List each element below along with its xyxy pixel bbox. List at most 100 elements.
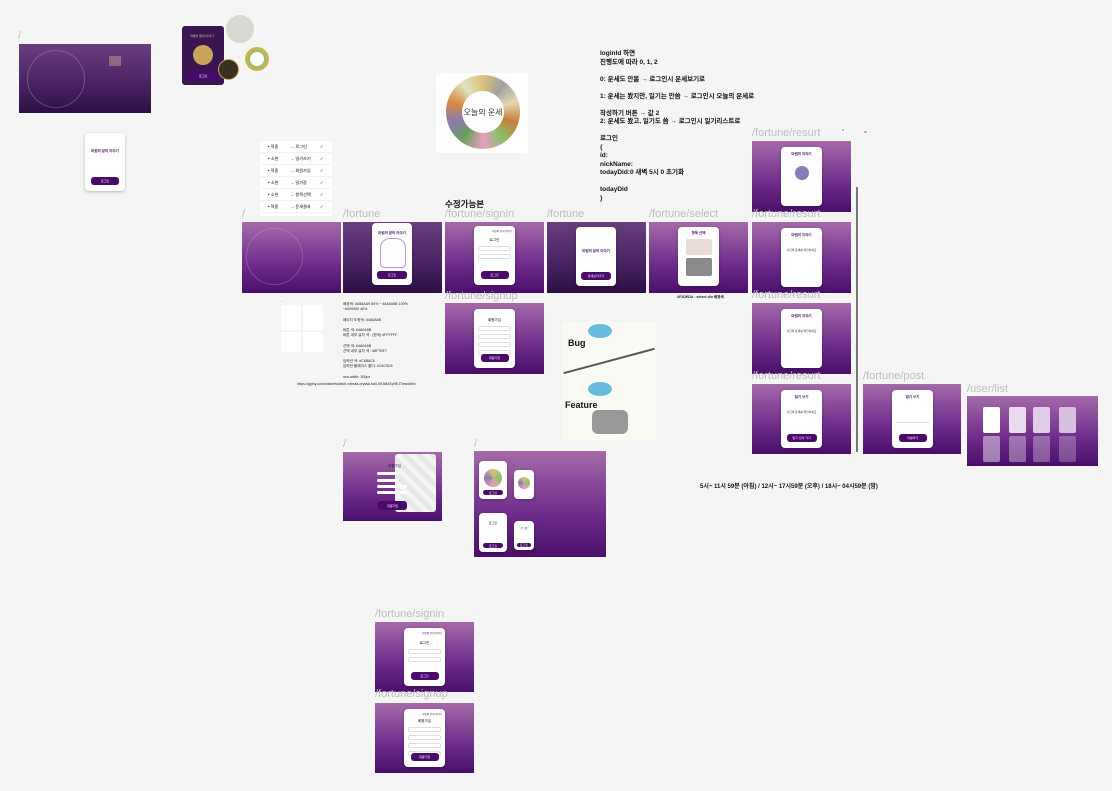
diary-list-item[interactable] xyxy=(1059,436,1076,462)
phone-login-button[interactable]: 로그인 xyxy=(188,72,218,80)
diary-textarea[interactable] xyxy=(896,406,929,423)
dots-label: ... xyxy=(855,182,859,187)
brand-label: 마법의 운세 이야기 xyxy=(422,632,442,635)
password-confirm-input[interactable] xyxy=(377,491,407,494)
signup-button[interactable]: 회원가입 xyxy=(378,501,407,510)
id-input[interactable] xyxy=(407,649,442,654)
signup-title: 회원가입 xyxy=(388,464,401,468)
fortune-card: 마법의 말의 이야기 운세보러가기 xyxy=(576,227,616,286)
frame-result-detail[interactable]: 마법의 이야기 지금의 운세를 확인하세요 xyxy=(752,303,851,374)
select-caption: #F2DEDA : select div 배경색 xyxy=(677,295,724,299)
signup-button[interactable]: 회원가입 xyxy=(410,753,439,761)
card-title: 마법의 이야기 xyxy=(791,152,812,156)
id-input[interactable] xyxy=(407,727,442,732)
giphy-link[interactable]: https://giphy.com/stickers/witch-nebula-… xyxy=(297,382,416,386)
post-card: 일기 쓰기 작성하기 xyxy=(892,390,933,448)
checklist-row: • 혁중→ 운세결과✓ xyxy=(260,201,332,213)
sun-illustration-icon xyxy=(27,50,85,108)
signup-button[interactable]: 회원가입 xyxy=(480,354,509,362)
frame-label-signup: /fortune/signup xyxy=(445,290,518,302)
diary-list-item[interactable] xyxy=(1033,407,1050,433)
frame-root[interactable] xyxy=(242,222,341,293)
frame-label-result: /fortune/resurt xyxy=(752,127,821,139)
password-input[interactable] xyxy=(407,743,442,748)
marker-a: v xyxy=(842,127,844,132)
spec-mini-card xyxy=(281,305,301,330)
water-splash-icon xyxy=(588,324,612,338)
login-button[interactable]: 로그인 xyxy=(483,490,503,495)
frame-label-result: /fortune/resurt xyxy=(752,208,821,220)
signup-title: 회원가입 xyxy=(488,318,501,322)
result-card: 일기 쓰기 지금의 운세를 확인하세요 일기 쓰러 가기 xyxy=(781,390,822,448)
logo-wheel-icon xyxy=(484,469,502,487)
frame-user-list[interactable] xyxy=(967,396,1098,466)
frame-signin-bottom[interactable]: 마법의 운세 이야기 로그인 로그인 xyxy=(375,622,474,692)
select-title: 항목 선택 xyxy=(691,231,706,235)
fortune-go-button[interactable]: 운세보러가기 xyxy=(581,272,611,280)
water-splash-icon xyxy=(588,382,612,396)
frame-result-crystal[interactable]: 마법의 이야기 xyxy=(752,141,851,212)
signin-title: 로그인 xyxy=(488,521,498,525)
frame-root-signup-alt[interactable]: 회원가입 회원가입 xyxy=(343,452,442,521)
signin-button[interactable]: 로그인 xyxy=(410,672,439,680)
diary-list-item[interactable] xyxy=(1009,407,1026,433)
diary-list-item[interactable] xyxy=(1009,436,1026,462)
result-text: 지금의 운세를 확인하세요 xyxy=(786,410,817,414)
post-submit-button[interactable]: 작성하기 xyxy=(898,434,927,442)
password-input[interactable] xyxy=(377,485,407,488)
diary-list-item[interactable] xyxy=(983,436,1000,462)
task-checklist: • 혁중→ 로그인✓ • 소현→ 일기쓰기✓ • 혁중→ 회원가입✓ • 소현→… xyxy=(260,141,332,216)
signin-button[interactable]: 로그인 xyxy=(517,543,531,547)
signin-card: 마법의 운세 이야기 로그인 로그인 xyxy=(404,628,445,686)
password-input[interactable] xyxy=(477,254,512,259)
diary-list-item[interactable] xyxy=(1059,407,1076,433)
signin-title: 로그인 xyxy=(520,527,528,530)
signin-button[interactable]: 로그인 xyxy=(483,543,503,548)
frame-fortune-2[interactable]: 마법의 말의 이야기 운세보러가기 xyxy=(547,222,646,293)
diary-go-button[interactable]: 일기 쓰러 가기 xyxy=(786,434,817,442)
phone-mockup[interactable]: 마법의 말의 이야기 로그인 xyxy=(182,26,224,85)
signin-title: 로그인 xyxy=(489,238,500,242)
moon-icon xyxy=(193,45,213,65)
card-title: 마법의 말의 이야기 xyxy=(378,231,406,235)
frame-fortune[interactable]: 마법의 말의 이야기 로그인 xyxy=(343,222,442,293)
moon-badge-icon xyxy=(218,59,239,80)
diary-list-item[interactable] xyxy=(1033,436,1050,462)
frame-signup-bottom[interactable]: 마법의 운세 이야기 회원가입 회원가입 xyxy=(375,703,474,773)
id-input[interactable] xyxy=(477,246,512,251)
fortune-logo-image: 오늘의 운세 xyxy=(436,73,528,153)
separator-line xyxy=(856,187,858,452)
frame-root-hero[interactable] xyxy=(19,44,151,113)
diary-list-item[interactable] xyxy=(983,407,1000,433)
card-title: 마법의 말의 이야기 xyxy=(582,249,610,253)
frame-signup[interactable]: 회원가입 회원가입 xyxy=(445,303,544,374)
signin-title: 로그인 xyxy=(419,641,430,645)
id-input[interactable] xyxy=(477,326,512,331)
frame-signin[interactable]: 마법의 운세 이야기 로그인 로그인 xyxy=(445,222,544,293)
password-input[interactable] xyxy=(407,657,442,662)
checklist-row: • 소현→ 일기쓰기✓ xyxy=(260,153,332,165)
signup-title: 회원가입 xyxy=(418,719,431,723)
option-rat-image[interactable] xyxy=(685,239,712,255)
frame-select[interactable]: 항목 선택 xyxy=(649,222,748,293)
nickname-input[interactable] xyxy=(407,735,442,740)
mini-card[interactable]: 마법의 말의 이야기 로그인 xyxy=(85,133,125,191)
card-login-button[interactable]: 로그인 xyxy=(91,177,119,185)
result-card: 마법의 이야기 지금의 운세를 확인하세요 xyxy=(781,228,822,287)
frame-post[interactable]: 일기 쓰기 작성하기 xyxy=(863,384,961,454)
option-crystal-image[interactable] xyxy=(685,258,712,276)
meme-bug-label: Bug xyxy=(568,338,586,348)
signin-button[interactable]: 로그인 xyxy=(480,271,509,279)
fountain-icon xyxy=(592,410,628,434)
id-input[interactable] xyxy=(377,472,399,475)
nickname-input[interactable] xyxy=(477,334,512,339)
frame-result-text[interactable]: 마법의 이야기 지금의 운세를 확인하세요 xyxy=(752,222,851,293)
time-ranges-note: 5시~ 11시 59분 (아침) / 12시~ 17시59분 (오후) / 18… xyxy=(700,484,878,490)
frame-label-fortune: /fortune xyxy=(547,208,585,220)
select-card: 항목 선택 xyxy=(678,227,719,286)
login-button[interactable]: 로그인 xyxy=(377,271,407,279)
frame-result-diary[interactable]: 일기 쓰기 지금의 운세를 확인하세요 일기 쓰러 가기 xyxy=(752,384,851,454)
nickname-input[interactable] xyxy=(377,479,399,482)
frame-root-components[interactable]: 로그인 로그인 로그인 로그인 로그인 xyxy=(474,451,606,557)
password-input[interactable] xyxy=(477,342,512,347)
